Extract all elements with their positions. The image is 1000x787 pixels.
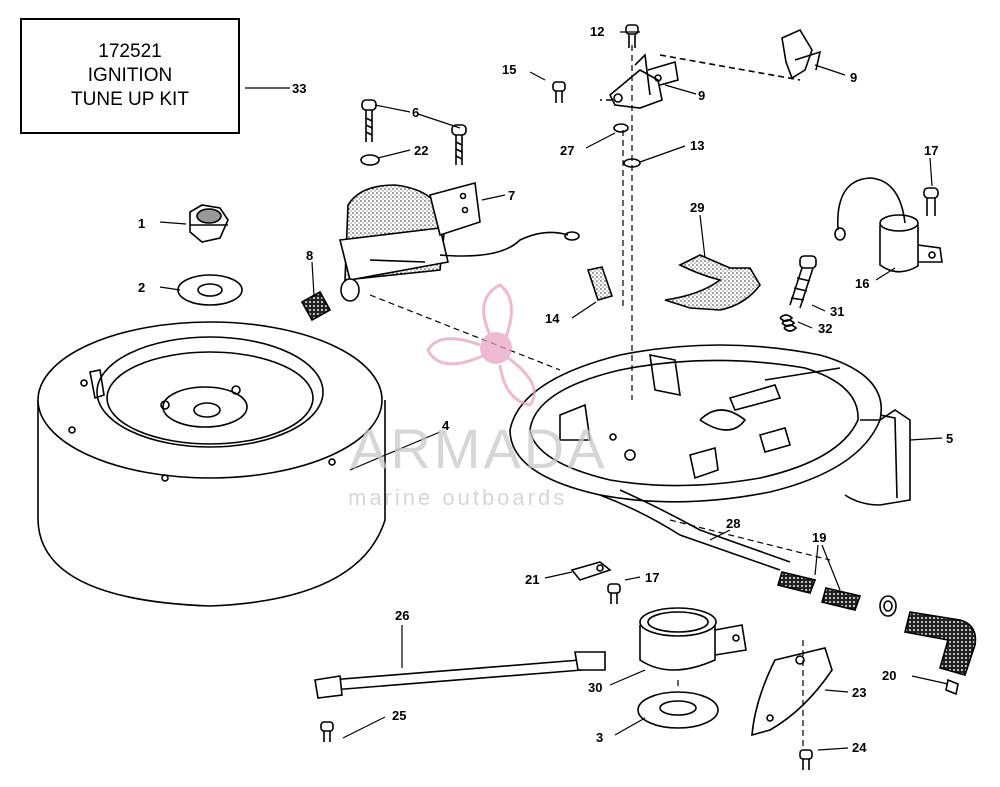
- watermark-tagline: marine outboards: [348, 485, 567, 510]
- throttle-cam: [751, 647, 833, 737]
- adjusting-screw: [789, 255, 817, 309]
- condenser: [834, 177, 943, 273]
- callout-31: 31: [830, 304, 844, 319]
- callout-24: 24: [852, 740, 867, 755]
- kit-title-line: IGNITION: [87, 65, 173, 86]
- callout-5: 5: [946, 431, 953, 446]
- spark-plug-boot: [904, 611, 977, 696]
- breaker-points: [609, 53, 679, 109]
- callout-6: 6: [412, 105, 419, 120]
- callout-4: 4: [442, 418, 450, 433]
- flywheel-washer: [177, 274, 243, 306]
- callout-30: 30: [588, 680, 602, 695]
- coil-screws: [360, 99, 467, 166]
- watermark-name: ARMADA: [350, 417, 608, 480]
- callout-23: 23: [852, 685, 866, 700]
- callout-2: 2: [138, 280, 145, 295]
- callout-15: 15: [502, 62, 516, 77]
- callout-7: 7: [508, 188, 515, 203]
- callout-9: 9: [698, 88, 705, 103]
- callout-19: 19: [812, 530, 826, 545]
- callout-29: 29: [690, 200, 704, 215]
- callout-9: 9: [850, 70, 857, 85]
- callout-20: 20: [882, 668, 896, 683]
- kit-title-line: TUNE UP KIT: [71, 89, 189, 110]
- ground-strap: [314, 651, 606, 699]
- cam-retainer: [639, 607, 747, 671]
- callout-14: 14: [545, 311, 560, 326]
- lubricator-felt: [664, 254, 761, 311]
- callout-1: 1: [138, 216, 145, 231]
- callout-17: 17: [645, 570, 659, 585]
- insulating-sleeves: [776, 571, 897, 617]
- callout-3: 3: [596, 730, 603, 745]
- callout-32: 32: [818, 321, 832, 336]
- callout-27: 27: [560, 143, 574, 158]
- kit-part-number: 172521: [98, 41, 162, 62]
- propeller-logo-icon: [426, 283, 536, 407]
- flywheel: [37, 321, 386, 607]
- callout-21: 21: [525, 572, 539, 587]
- callout-12: 12: [590, 24, 604, 39]
- callout-8: 8: [306, 248, 313, 263]
- thrust-washer: [637, 691, 719, 729]
- assembly-lines: [369, 45, 831, 750]
- callout-numbers: 33 12 15 9 9 6 22 27 13 17 7 1 2 29 8 16…: [138, 24, 953, 755]
- callout-33: 33: [292, 81, 306, 96]
- callout-leaders: [159, 31, 949, 751]
- breaker-points-alt: [781, 28, 822, 80]
- spring: [779, 314, 798, 332]
- callout-17: 17: [924, 143, 938, 158]
- callout-22: 22: [414, 143, 428, 158]
- callout-16: 16: [855, 276, 869, 291]
- ignition-coil: [339, 181, 580, 302]
- terminal-boot: [300, 290, 332, 322]
- cam-screws: [320, 721, 813, 770]
- retainer-clip: [586, 266, 614, 301]
- callout-28: 28: [726, 516, 740, 531]
- callout-13: 13: [690, 138, 704, 153]
- ground-terminal: [570, 561, 621, 604]
- callout-25: 25: [392, 708, 406, 723]
- watermark: ARMADA marine outboards: [348, 283, 608, 510]
- kit-label-box: 172521 IGNITION TUNE UP KIT: [20, 18, 240, 134]
- callout-26: 26: [395, 608, 409, 623]
- armature-plate: [509, 344, 911, 571]
- flywheel-nut: [189, 204, 229, 243]
